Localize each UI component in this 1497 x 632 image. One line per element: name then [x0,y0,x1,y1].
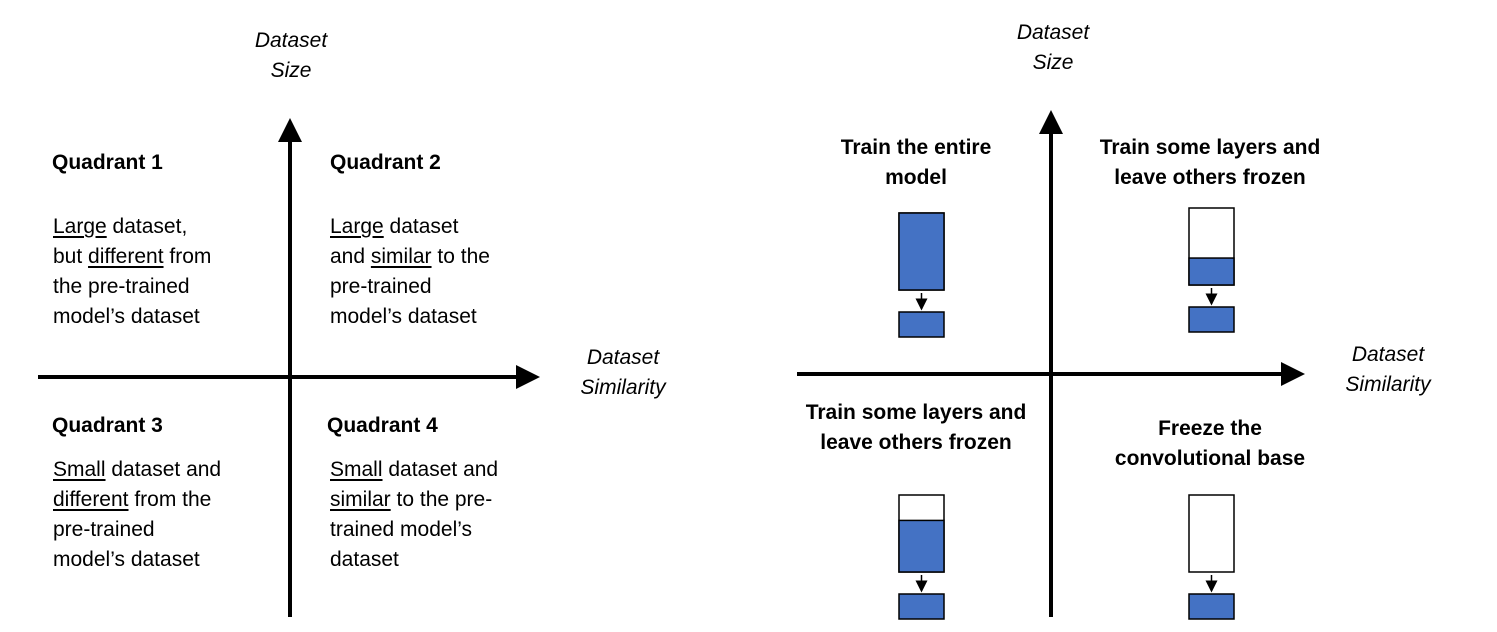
description-text: model’s dataset [53,305,200,328]
underlined-keyword: Small [330,458,383,481]
classifier-block [898,311,945,338]
description-text: but [53,245,89,268]
description-text: trained model’s [330,518,473,541]
underlined-keyword: different [88,245,164,268]
trainable-layers-block [898,519,945,573]
model-blocks-layer [898,207,1235,620]
classifier-block [1188,306,1235,333]
underlined-keyword: different [53,488,129,511]
left-y-axis-label: Dataset Size [254,29,328,82]
description-line: dataset [330,545,498,575]
strategy-2-label: Train some layers and leave others froze… [1099,136,1321,189]
strategy-1-label: Train the entire model [840,136,992,189]
description-text: from the [128,488,212,511]
quadrant-4-title: Quadrant 4 [327,414,438,437]
description-text: dataset, [106,215,188,238]
description-text: dataset [330,548,399,571]
description-line: pre-trained [330,272,490,302]
underlined-keyword: Large [330,215,384,238]
description-line: similar to the pre- [330,485,498,515]
model-icon-4 [1188,494,1235,620]
description-text: pre-trained [330,275,432,298]
description-text: and [330,245,371,268]
description-line: model’s dataset [53,302,211,332]
underlined-keyword: similar [370,245,432,268]
description-text: pre-trained [53,518,155,541]
description-line: the pre-trained [53,272,211,302]
right-y-axis-label: Dataset Size [1016,21,1090,74]
description-text: dataset [383,215,459,238]
description-text: model’s dataset [53,548,200,571]
model-icon-3 [898,494,945,620]
description-line: Small dataset and [53,455,221,485]
description-line: model’s dataset [330,302,490,332]
description-text: the pre-trained [53,275,190,298]
description-line: trained model’s [330,515,498,545]
underlined-keyword: similar [330,488,391,511]
trainable-layers-block [1188,257,1235,286]
description-text: to the [431,245,490,268]
description-line: Large dataset, [53,212,211,242]
description-text: dataset and [382,458,499,481]
right-x-axis-label: Dataset Similarity [1345,343,1431,396]
description-text: from [163,245,212,268]
description-text: to the pre- [390,488,493,511]
quadrant-1-title: Quadrant 1 [52,151,163,174]
quadrant-3-title: Quadrant 3 [52,414,163,437]
strategy-3-label: Train some layers and leave others froze… [805,401,1027,454]
model-icon-2 [1188,207,1235,333]
description-line: Small dataset and [330,455,498,485]
description-line: Large dataset [330,212,490,242]
classifier-block [1188,593,1235,620]
classifier-block [898,593,945,620]
description-line: pre-trained [53,515,221,545]
description-line: different from the [53,485,221,515]
model-icon-1 [898,212,945,338]
description-line: but different from [53,242,211,272]
description-line: model’s dataset [53,545,221,575]
description-text: model’s dataset [330,305,477,328]
quadrant-2-title: Quadrant 2 [330,151,441,174]
strategy-4-label: Freeze the convolutional base [1114,417,1306,470]
left-x-axis-label: Dataset Similarity [580,346,666,399]
base-model-block [1188,494,1235,573]
underlined-keyword: Large [53,215,107,238]
description-line: and similar to the [330,242,490,272]
description-text: dataset and [105,458,222,481]
underlined-keyword: Small [53,458,106,481]
trainable-layers-block [898,212,945,291]
